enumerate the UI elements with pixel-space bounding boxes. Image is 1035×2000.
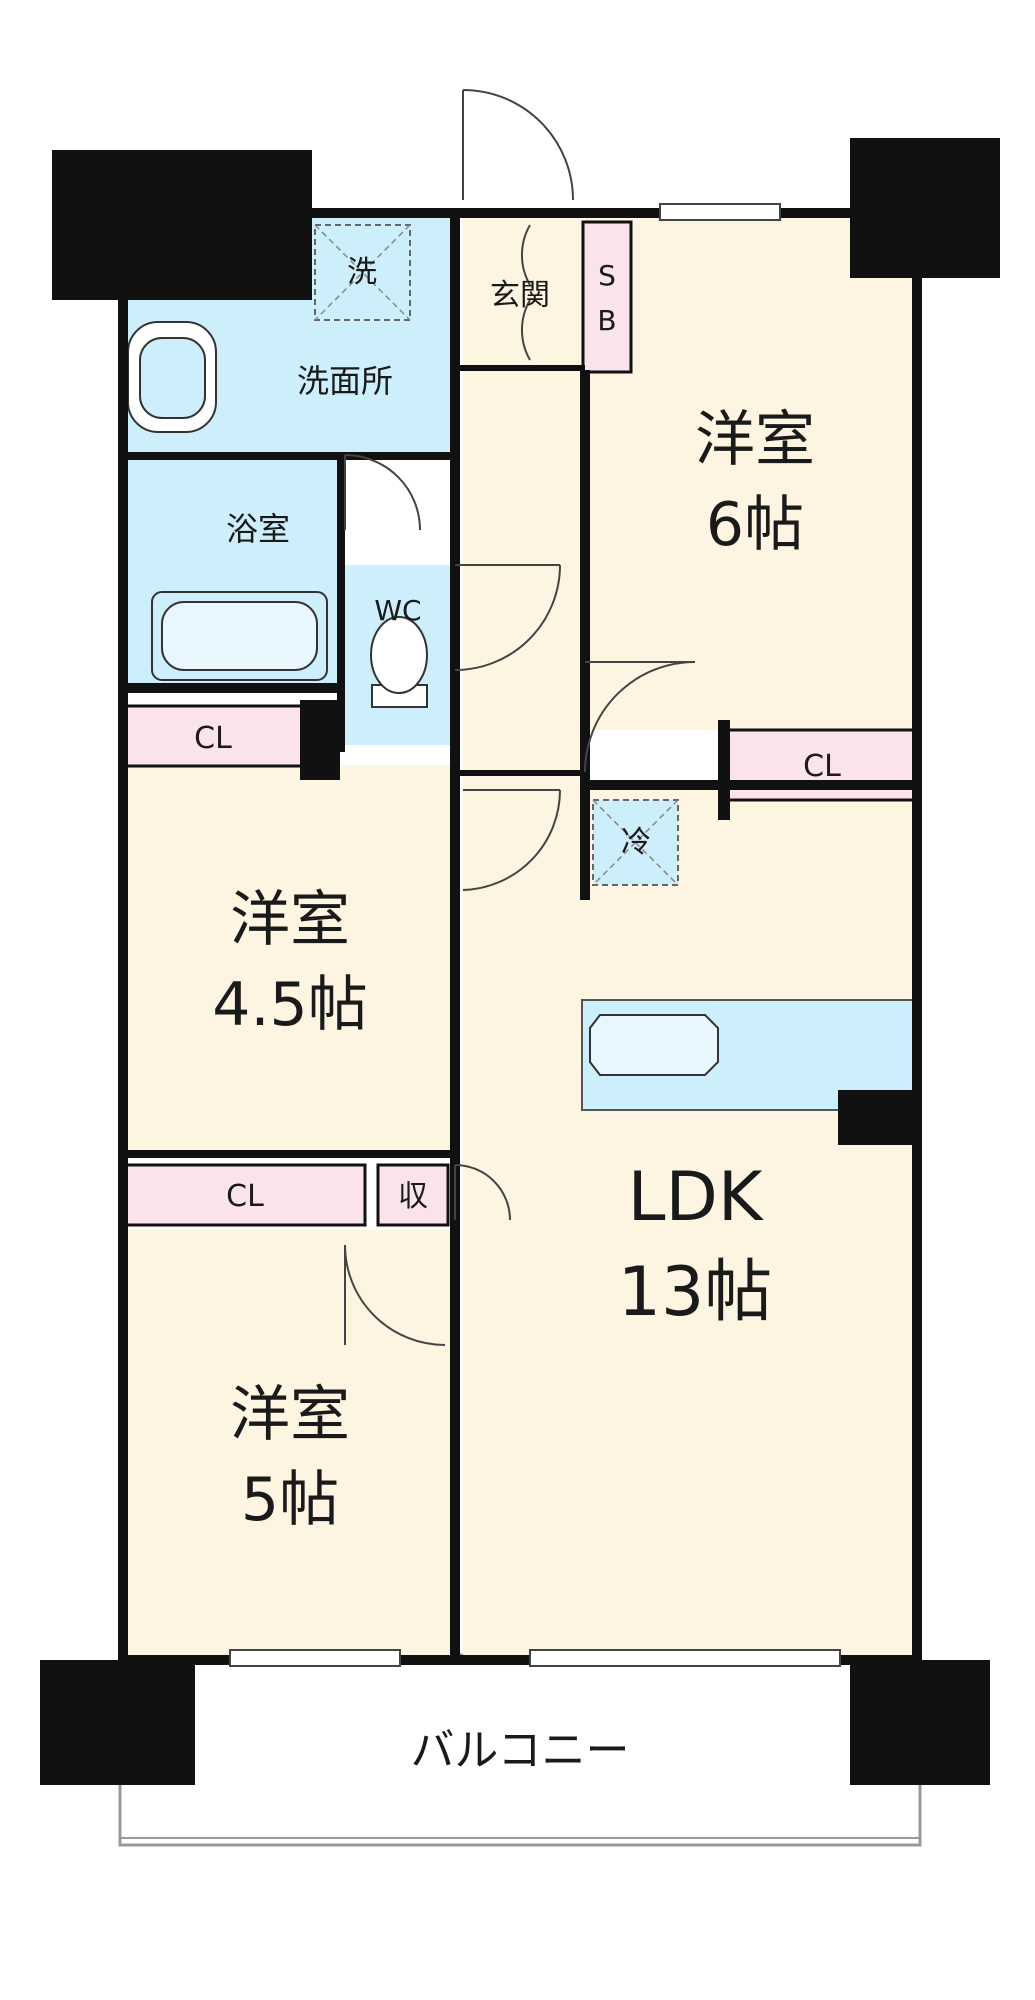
ldk-floor [463, 780, 920, 1655]
toilet-label: WC [374, 594, 421, 627]
shoe-box-label-b: B [597, 304, 616, 337]
western-room-5-name: 洋室 [230, 1380, 350, 1450]
closet-5-label: CL [226, 1179, 264, 1214]
walls [40, 138, 1000, 1785]
washroom-label: 洗面所 [297, 362, 393, 400]
windows [229, 203, 841, 1667]
washer-space [314, 224, 411, 321]
doors [344, 89, 696, 1346]
closet-45 [123, 704, 304, 768]
western-room-6-floor [585, 210, 920, 730]
balcony-label: バルコニー [410, 1725, 629, 1776]
bathroom-label: 浴室 [226, 510, 290, 548]
shoe-box [581, 220, 633, 374]
ldk-size: 13帖 [618, 1253, 773, 1332]
western-room-5-size: 5帖 [241, 1465, 339, 1535]
washer-cross-a [314, 224, 411, 321]
fridge-label: 冷 [621, 825, 651, 860]
washer-cross-b [314, 224, 411, 321]
ldk-name: LDK [628, 1158, 765, 1237]
hallway-floor [463, 380, 583, 780]
closet-5 [123, 1163, 367, 1227]
western-room-6-size: 6帖 [706, 490, 804, 560]
entrance-floor [463, 210, 583, 380]
balcony-area [118, 1653, 922, 1847]
bathtub-inner [161, 601, 318, 671]
western-room-6-name: 洋室 [695, 405, 815, 475]
storage-label: 収 [398, 1179, 428, 1214]
storage-small [376, 1163, 450, 1227]
closet-6-label: CL [803, 749, 841, 784]
western-room-45-size: 4.5帖 [212, 970, 367, 1040]
closet-45-label: CL [194, 721, 232, 756]
fridge-cross-b [592, 799, 679, 886]
western-room-5-floor [125, 1230, 453, 1655]
western-room-45-floor [125, 765, 453, 1150]
toilet-bowl [370, 616, 428, 694]
entrance-label: 玄関 [490, 278, 550, 313]
western-room-45-name: 洋室 [230, 885, 350, 955]
shoe-box-label-s: S [598, 259, 616, 292]
washer-label: 洗 [347, 255, 377, 290]
washbasin-bowl [139, 337, 206, 419]
kitchen-sink [589, 1014, 719, 1076]
